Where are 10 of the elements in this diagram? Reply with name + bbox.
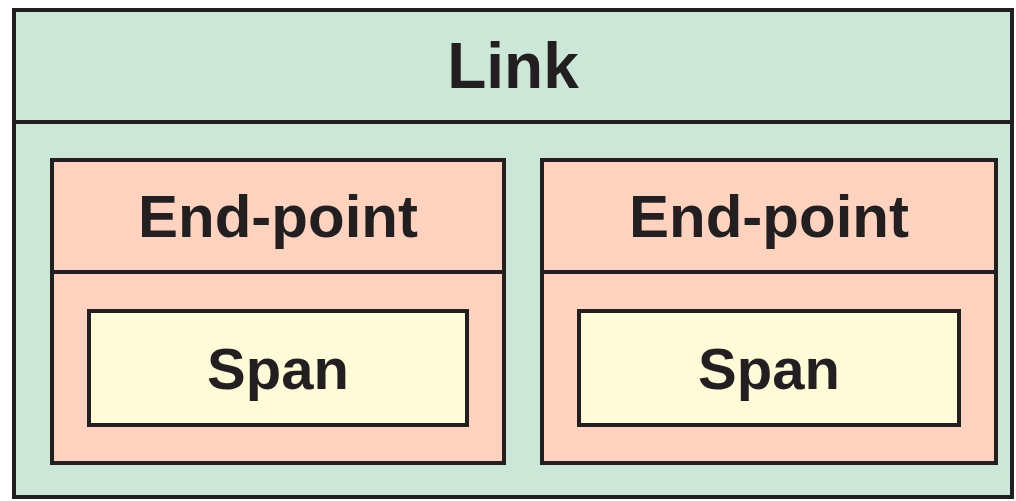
link-box [12, 8, 1014, 499]
node-label: Span [207, 334, 349, 402]
node-label: End-point [138, 181, 418, 251]
node-label: Span [698, 334, 840, 402]
endpoint-box [540, 158, 998, 465]
node-label: End-point [629, 181, 909, 251]
span-box [87, 309, 469, 427]
span-box [577, 309, 961, 427]
endpoint-box [50, 158, 506, 465]
node-label: Link [447, 29, 579, 103]
